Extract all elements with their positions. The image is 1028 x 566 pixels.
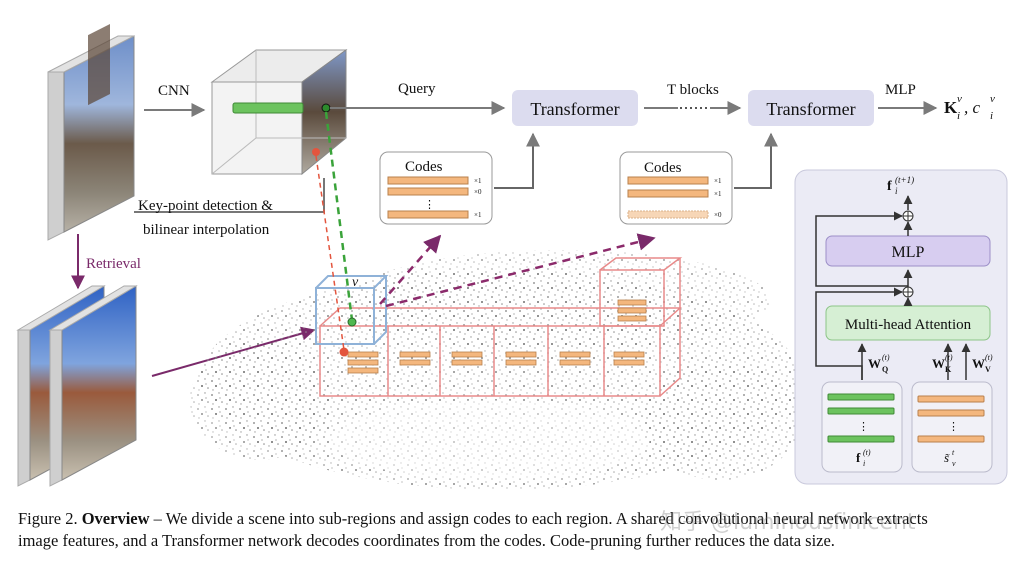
code-input-box: [911, 381, 993, 473]
svg-text:(t+1): (t+1): [895, 175, 914, 185]
svg-text:, c: , c: [964, 98, 981, 117]
codes-box-1-ellipsis: ⋮: [424, 199, 435, 211]
svg-text:(t): (t): [985, 353, 993, 362]
svg-text:v: v: [952, 459, 956, 468]
svg-text:K: K: [945, 365, 952, 374]
green-dashed-ray: [324, 111, 354, 321]
wk-label: W K (t): [932, 353, 953, 374]
svg-text:Q: Q: [882, 365, 888, 374]
region-code-stacks: [347, 299, 647, 374]
svg-text:W: W: [972, 356, 985, 371]
s-label: s̃ v t: [944, 448, 956, 468]
svg-text:f: f: [856, 450, 861, 465]
retrieved-images: [16, 285, 138, 487]
query-label: Query: [398, 81, 436, 97]
svg-text:v: v: [990, 93, 995, 105]
svg-text:W: W: [932, 356, 945, 371]
caption-fig-label: Figure 2.: [18, 509, 78, 528]
keypoint-label-line1: Key-point detection &: [138, 198, 273, 214]
caption-text-1: – We divide a scene into sub-regions and…: [149, 509, 928, 528]
codes-box-2-mult-1: ×1: [714, 177, 722, 185]
codes-box-1-title: Codes: [405, 159, 443, 175]
keypoint-label-line2: bilinear interpolation: [143, 222, 270, 238]
feature-ellipsis: ⋮: [858, 421, 869, 433]
red-dashed-ray: [315, 155, 345, 351]
feature-vector-bar: [232, 102, 304, 114]
svg-text:i: i: [863, 459, 865, 468]
codes-box-1-mult-1: ×1: [474, 177, 482, 185]
codes-box-1-mult-3: ×1: [474, 211, 482, 219]
cnn-label: CNN: [158, 83, 190, 99]
codes-2-to-transformer-arrow: [734, 132, 778, 189]
voxel-label: v: [352, 275, 359, 290]
inset-mlp-label: MLP: [892, 244, 925, 261]
codes-box-2-mult-3: ×0: [714, 211, 722, 219]
svg-text:(t): (t): [863, 448, 871, 457]
query-point: [321, 103, 331, 113]
svg-text:(t): (t): [945, 353, 953, 362]
svg-text:v: v: [957, 93, 962, 105]
keypoint-red: [312, 148, 320, 156]
codes-box-2-title: Codes: [644, 160, 682, 176]
svg-text:i: i: [895, 186, 898, 196]
transformer-2-box: [748, 90, 874, 126]
codes-1-to-transformer-arrow: [494, 132, 540, 189]
watermark: 知乎 @luminousfinicent: [660, 510, 916, 535]
dashed-to-codes-1: [379, 234, 442, 305]
feature-input-box: [821, 381, 903, 473]
caption-line-2: image features, and a Transformer networ…: [18, 531, 835, 550]
codes-box-1-mult-2: ×0: [474, 188, 482, 196]
wq-label: W Q (t): [868, 353, 890, 374]
dashed-to-codes-2: [385, 233, 656, 308]
svg-text:W: W: [868, 356, 881, 371]
region-grid: [319, 257, 683, 397]
codes-box-2: Codes ×1 ×1 ×0: [619, 151, 733, 225]
voxel-v: [315, 275, 389, 345]
transformer-2-label: Transformer: [766, 99, 855, 119]
svg-text:i: i: [957, 110, 960, 122]
inset-attention-label: Multi-head Attention: [845, 317, 972, 333]
tblocks-label: T blocks: [667, 82, 719, 98]
retrieval-label: Retrieval: [86, 256, 141, 272]
caption-line-1: Figure 2. Overview – We divide a scene i…: [18, 508, 1013, 530]
f-in-label: f i (t): [856, 448, 871, 468]
transformer-block-inset: f i (t+1) MLP Multi-head Attention W Q (…: [794, 169, 1008, 485]
transformer-1-label: Transformer: [530, 99, 619, 119]
codes-box-2-mult-2: ×1: [714, 190, 722, 198]
svg-text:(t): (t): [882, 353, 890, 362]
svg-text:K: K: [944, 98, 958, 117]
svg-text:t: t: [952, 448, 955, 457]
f-next-label: f i (t+1): [887, 175, 914, 196]
caption-bold-title: Overview: [81, 509, 150, 528]
point-cloud-scene: [190, 250, 800, 490]
svg-text:V: V: [985, 365, 991, 374]
output-coordinates-label: K v i , c v i: [944, 93, 995, 122]
svg-text:i: i: [990, 110, 993, 122]
code-ellipsis: ⋮: [948, 421, 959, 433]
svg-text:s̃: s̃: [944, 450, 950, 465]
scene-point-red: [339, 347, 349, 357]
query-image: [47, 23, 135, 241]
transformer-1-box: [512, 90, 638, 126]
wv-label: W V (t): [972, 353, 993, 374]
overview-diagram: CNN Query Transformer T blocks Transform…: [16, 23, 1008, 490]
scene-point-green: [347, 317, 357, 327]
codes-box-1: Codes ⋮ ×1 ×0 ×1: [379, 151, 493, 225]
figure-caption: Figure 2. Overview – We divide a scene i…: [18, 508, 1013, 552]
svg-text:f: f: [887, 179, 892, 194]
mlp-output-label: MLP: [885, 82, 916, 98]
feature-map-cube: [210, 49, 348, 176]
